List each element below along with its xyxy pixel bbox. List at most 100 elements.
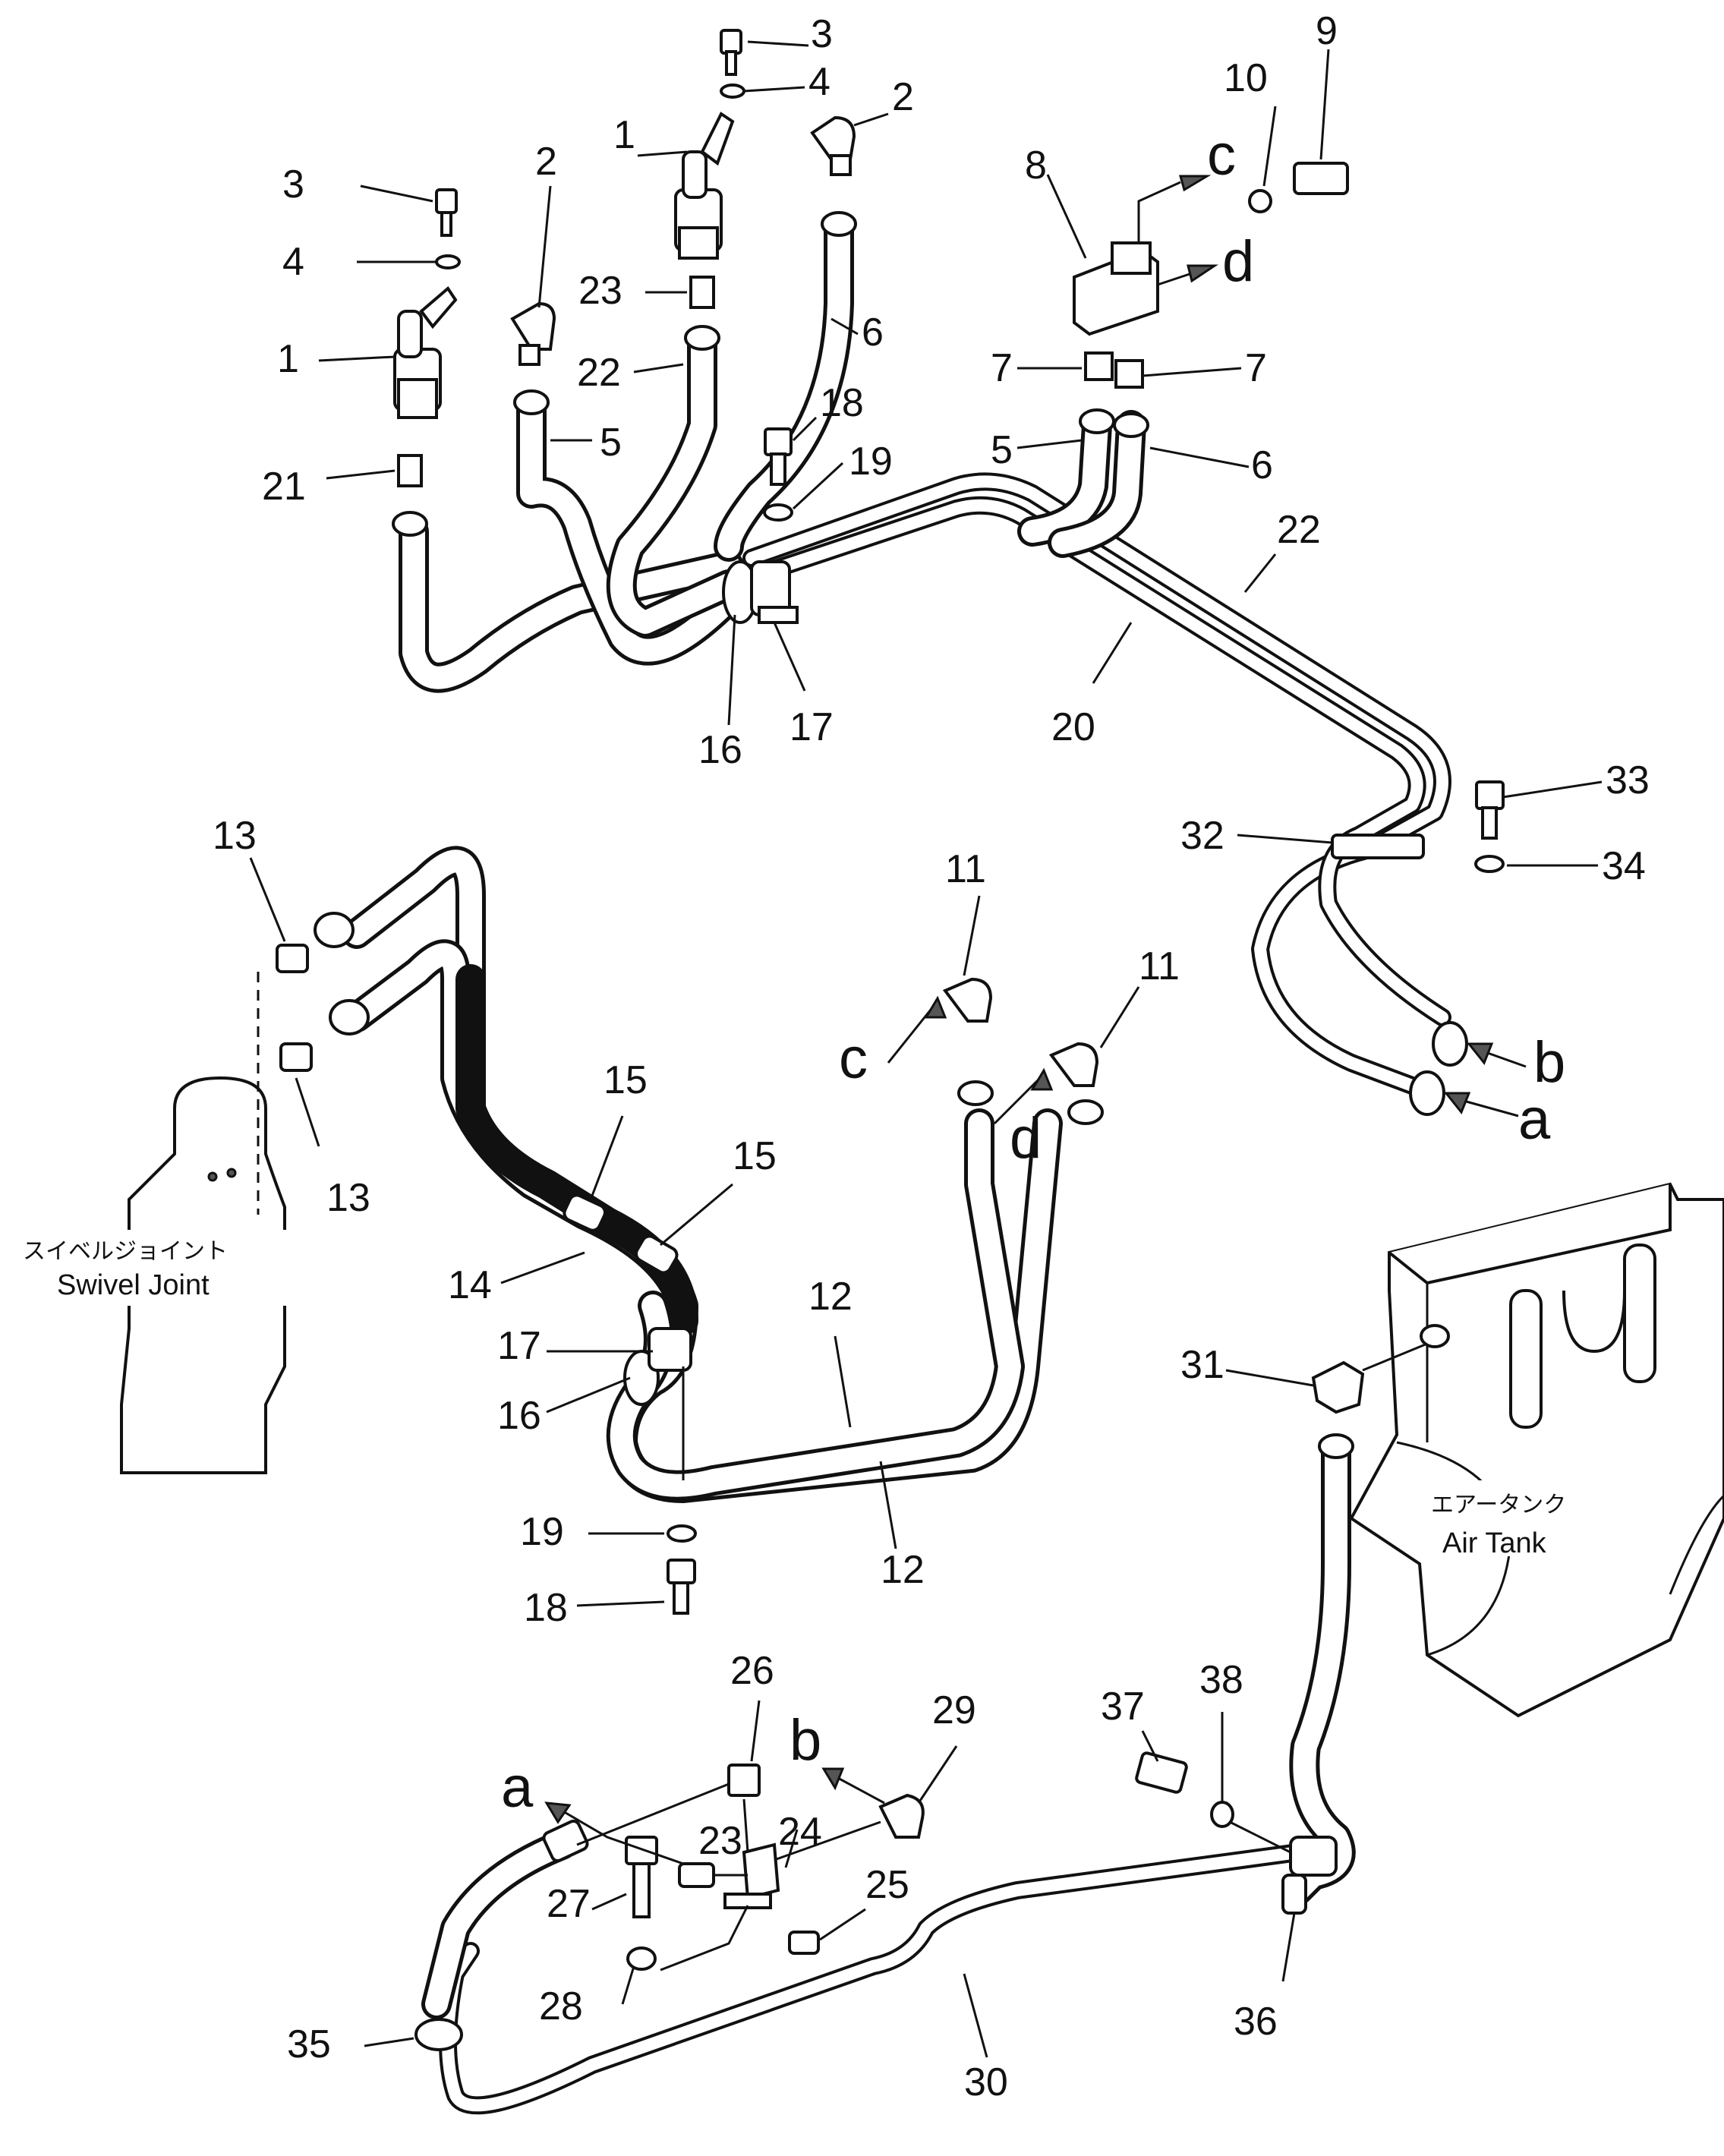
block-8 — [1073, 241, 1159, 336]
callout-2-left: 2 — [535, 140, 557, 184]
leader-lines — [249, 40, 1603, 2058]
callout-1-left: 1 — [277, 337, 299, 381]
bolt-9 — [1293, 162, 1349, 195]
fitting-21 — [397, 454, 423, 487]
letter-b-bottom: b — [790, 1708, 821, 1773]
nut-6-right — [1113, 412, 1149, 438]
callout-6-top: 6 — [862, 310, 884, 355]
callout-3-left: 3 — [282, 162, 304, 206]
letter-c-top: c — [1207, 123, 1236, 188]
callout-1-top: 1 — [613, 113, 635, 157]
bolt-3-top-shank — [725, 50, 737, 76]
air-tank-label-en: Air Tank — [1442, 1527, 1547, 1559]
callout-29: 29 — [932, 1688, 976, 1732]
bolt-18-lower — [667, 1559, 696, 1584]
callout-32: 32 — [1180, 814, 1224, 858]
washer-4-left — [435, 254, 461, 270]
letter-d-mid: d — [1010, 1106, 1042, 1171]
callout-20: 20 — [1051, 705, 1095, 749]
callout-31: 31 — [1180, 1343, 1224, 1387]
swivel-joint-label-jp: スイベルジョイント — [23, 1238, 228, 1265]
middle-piping — [120, 846, 1104, 1615]
fitting-23-lower — [678, 1862, 715, 1888]
clamp-36-tab — [1281, 1874, 1307, 1915]
component-labels: スイベルジョイント Swivel Joint エアータンク Air Tank — [15, 1230, 1587, 1559]
callout-11-right: 11 — [1139, 944, 1180, 988]
callout-16-top: 16 — [698, 728, 742, 772]
washer-4-top — [720, 84, 745, 99]
bolt-18-top — [764, 427, 793, 456]
callout-34: 34 — [1602, 844, 1646, 888]
callout-19-top: 19 — [849, 440, 893, 484]
callout-22-right: 22 — [1277, 508, 1321, 552]
callout-16-lower: 16 — [497, 1394, 541, 1438]
callout-numbers: 3 4 1 2 3 4 1 2 23 22 21 5 6 18 19 16 17… — [213, 9, 1650, 2104]
callout-22-top: 22 — [577, 351, 621, 395]
letter-a-bottom: a — [501, 1755, 534, 1820]
tank-label-bg — [1420, 1480, 1587, 1556]
nut-b — [1432, 1021, 1468, 1067]
elbow-29 — [878, 1793, 925, 1839]
clamp-36 — [1289, 1836, 1338, 1877]
nut-5-right — [1079, 408, 1115, 434]
callout-12-lower: 12 — [881, 1548, 925, 1592]
fitting-7-left — [1084, 351, 1114, 381]
sleeve-15-left — [563, 1193, 607, 1232]
callout-11-left: 11 — [945, 847, 986, 891]
callout-7-left: 7 — [991, 346, 1013, 390]
air-tank-label-jp: エアータンク — [1431, 1492, 1566, 1518]
fitting-21-nut — [392, 511, 428, 537]
callout-28: 28 — [539, 1984, 583, 2028]
elbow-2-top — [810, 115, 856, 176]
nut-13-bottom — [329, 999, 370, 1035]
nut-13-top — [314, 912, 355, 948]
callout-38: 38 — [1199, 1658, 1243, 1702]
washer-10 — [1248, 189, 1272, 213]
clamp-17-lower — [648, 1327, 692, 1372]
callout-25: 25 — [865, 1863, 909, 1907]
letter-d-top: d — [1222, 229, 1254, 294]
callout-24: 24 — [778, 1810, 822, 1854]
fitting-5-nut — [513, 389, 550, 415]
bolt-37 — [1135, 1751, 1188, 1794]
block-24 — [742, 1842, 780, 1900]
elbow-11-d — [1048, 1042, 1099, 1087]
bolt-33 — [1475, 780, 1505, 810]
letter-b-top: b — [1533, 1030, 1565, 1095]
callout-7-right: 7 — [1245, 346, 1267, 390]
callout-2-top: 2 — [892, 75, 914, 119]
callout-15-right: 15 — [733, 1134, 777, 1178]
washer-34 — [1474, 855, 1505, 873]
callout-36: 36 — [1234, 2000, 1278, 2044]
nut-a — [1409, 1070, 1445, 1116]
callout-18-lower: 18 — [524, 1586, 568, 1630]
bolt-3-left-shank — [440, 211, 452, 237]
nut-11-d — [1067, 1099, 1104, 1125]
callout-5-right: 5 — [991, 428, 1013, 472]
callout-8: 8 — [1025, 143, 1047, 188]
callout-33: 33 — [1606, 758, 1650, 802]
callout-37: 37 — [1101, 1685, 1145, 1729]
fitting-13-bottom — [279, 1042, 313, 1072]
callout-12-upper: 12 — [808, 1275, 853, 1319]
washer-19-lower — [667, 1524, 697, 1543]
callout-10: 10 — [1224, 56, 1268, 100]
grommet-35 — [414, 2018, 463, 2051]
callout-17-top: 17 — [790, 705, 834, 749]
callout-35: 35 — [287, 2022, 331, 2066]
fitting-22-nut — [684, 325, 720, 351]
fitting-25 — [788, 1931, 820, 1955]
nut-35 — [542, 1819, 589, 1863]
callout-13-bottom: 13 — [326, 1176, 370, 1220]
swivel-joint-label-en: Swivel Joint — [57, 1269, 210, 1301]
bolt-27-shank — [632, 1862, 651, 1918]
bolt-27 — [625, 1836, 658, 1865]
callout-15-left: 15 — [604, 1058, 648, 1102]
air-tank — [1349, 1182, 1724, 1718]
elbow-31 — [1311, 1360, 1365, 1414]
callout-27: 27 — [547, 1882, 591, 1926]
callout-17-lower: 17 — [497, 1324, 541, 1368]
bolt-18-top-shank — [770, 452, 786, 486]
clamp-bracket-top — [758, 606, 799, 624]
